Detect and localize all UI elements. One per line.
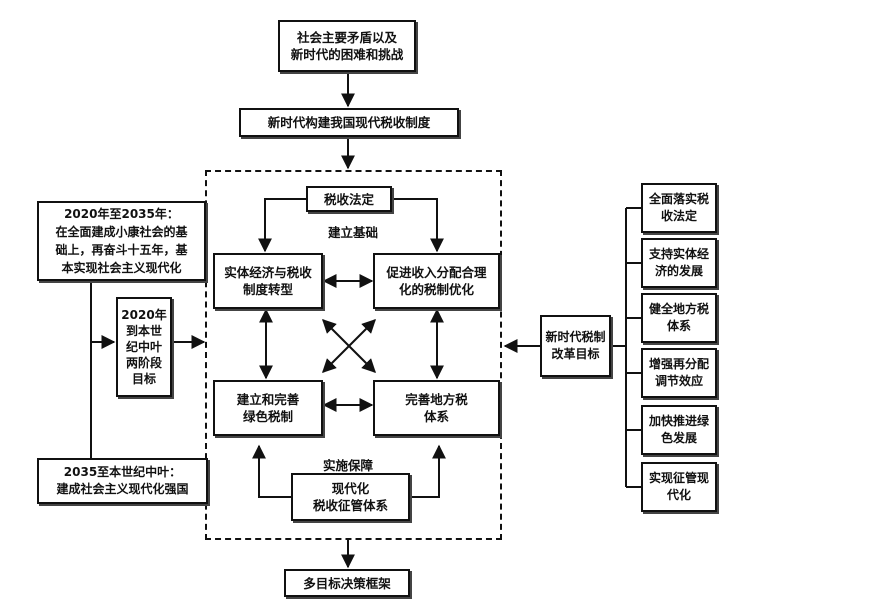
goal-box-4: 增强再分配 调节效应 — [641, 348, 717, 398]
goal-box-2: 支持实体经 济的发展 — [641, 238, 717, 288]
stages-box: 2020年 到本世 纪中叶 两阶段 目标 — [116, 297, 172, 397]
arrow-collection-to-local — [410, 444, 446, 498]
problem-box: 社会主要矛盾以及 新时代的困难和挑战 — [278, 20, 416, 72]
local-box: 完善地方税 体系 — [373, 380, 500, 436]
legal-box: 税收法定 — [306, 186, 392, 212]
arrow-cross-2 — [322, 319, 376, 373]
build-box: 新时代构建我国现代税收制度 — [239, 108, 459, 137]
core-frame — [205, 170, 502, 540]
goal-box-6: 实现征管现 代化 — [641, 462, 717, 512]
collection-box: 现代化 税收征管体系 — [291, 473, 410, 521]
arrow-collection-to-green — [252, 444, 291, 498]
goal-box-5: 加快推进绿 色发展 — [641, 405, 717, 455]
income-box: 促进收入分配合理 化的税制优化 — [373, 253, 500, 309]
guarantee-label: 实施保障 — [322, 458, 373, 473]
reform-goals-box: 新时代税制 改革目标 — [540, 315, 611, 377]
entity-box: 实体经济与税收 制度转型 — [213, 253, 323, 309]
goal-box-3: 健全地方税 体系 — [641, 293, 717, 343]
arrow-legal-to-income — [392, 198, 444, 253]
stage2-box: 2035至本世纪中叶： 建成社会主义现代化强国 — [37, 458, 208, 504]
stage1-box: 2020年至2035年： 在全面建成小康社会的基 础上，再奋斗十五年，基 本实现… — [37, 201, 206, 281]
foundation-label: 建立基础 — [327, 225, 378, 240]
green-box: 建立和完善 绿色税制 — [213, 380, 323, 436]
decision-box: 多目标决策框架 — [284, 569, 410, 597]
arrow-legal-to-entity — [258, 198, 306, 253]
goal-box-1: 全面落实税 收法定 — [641, 183, 717, 233]
